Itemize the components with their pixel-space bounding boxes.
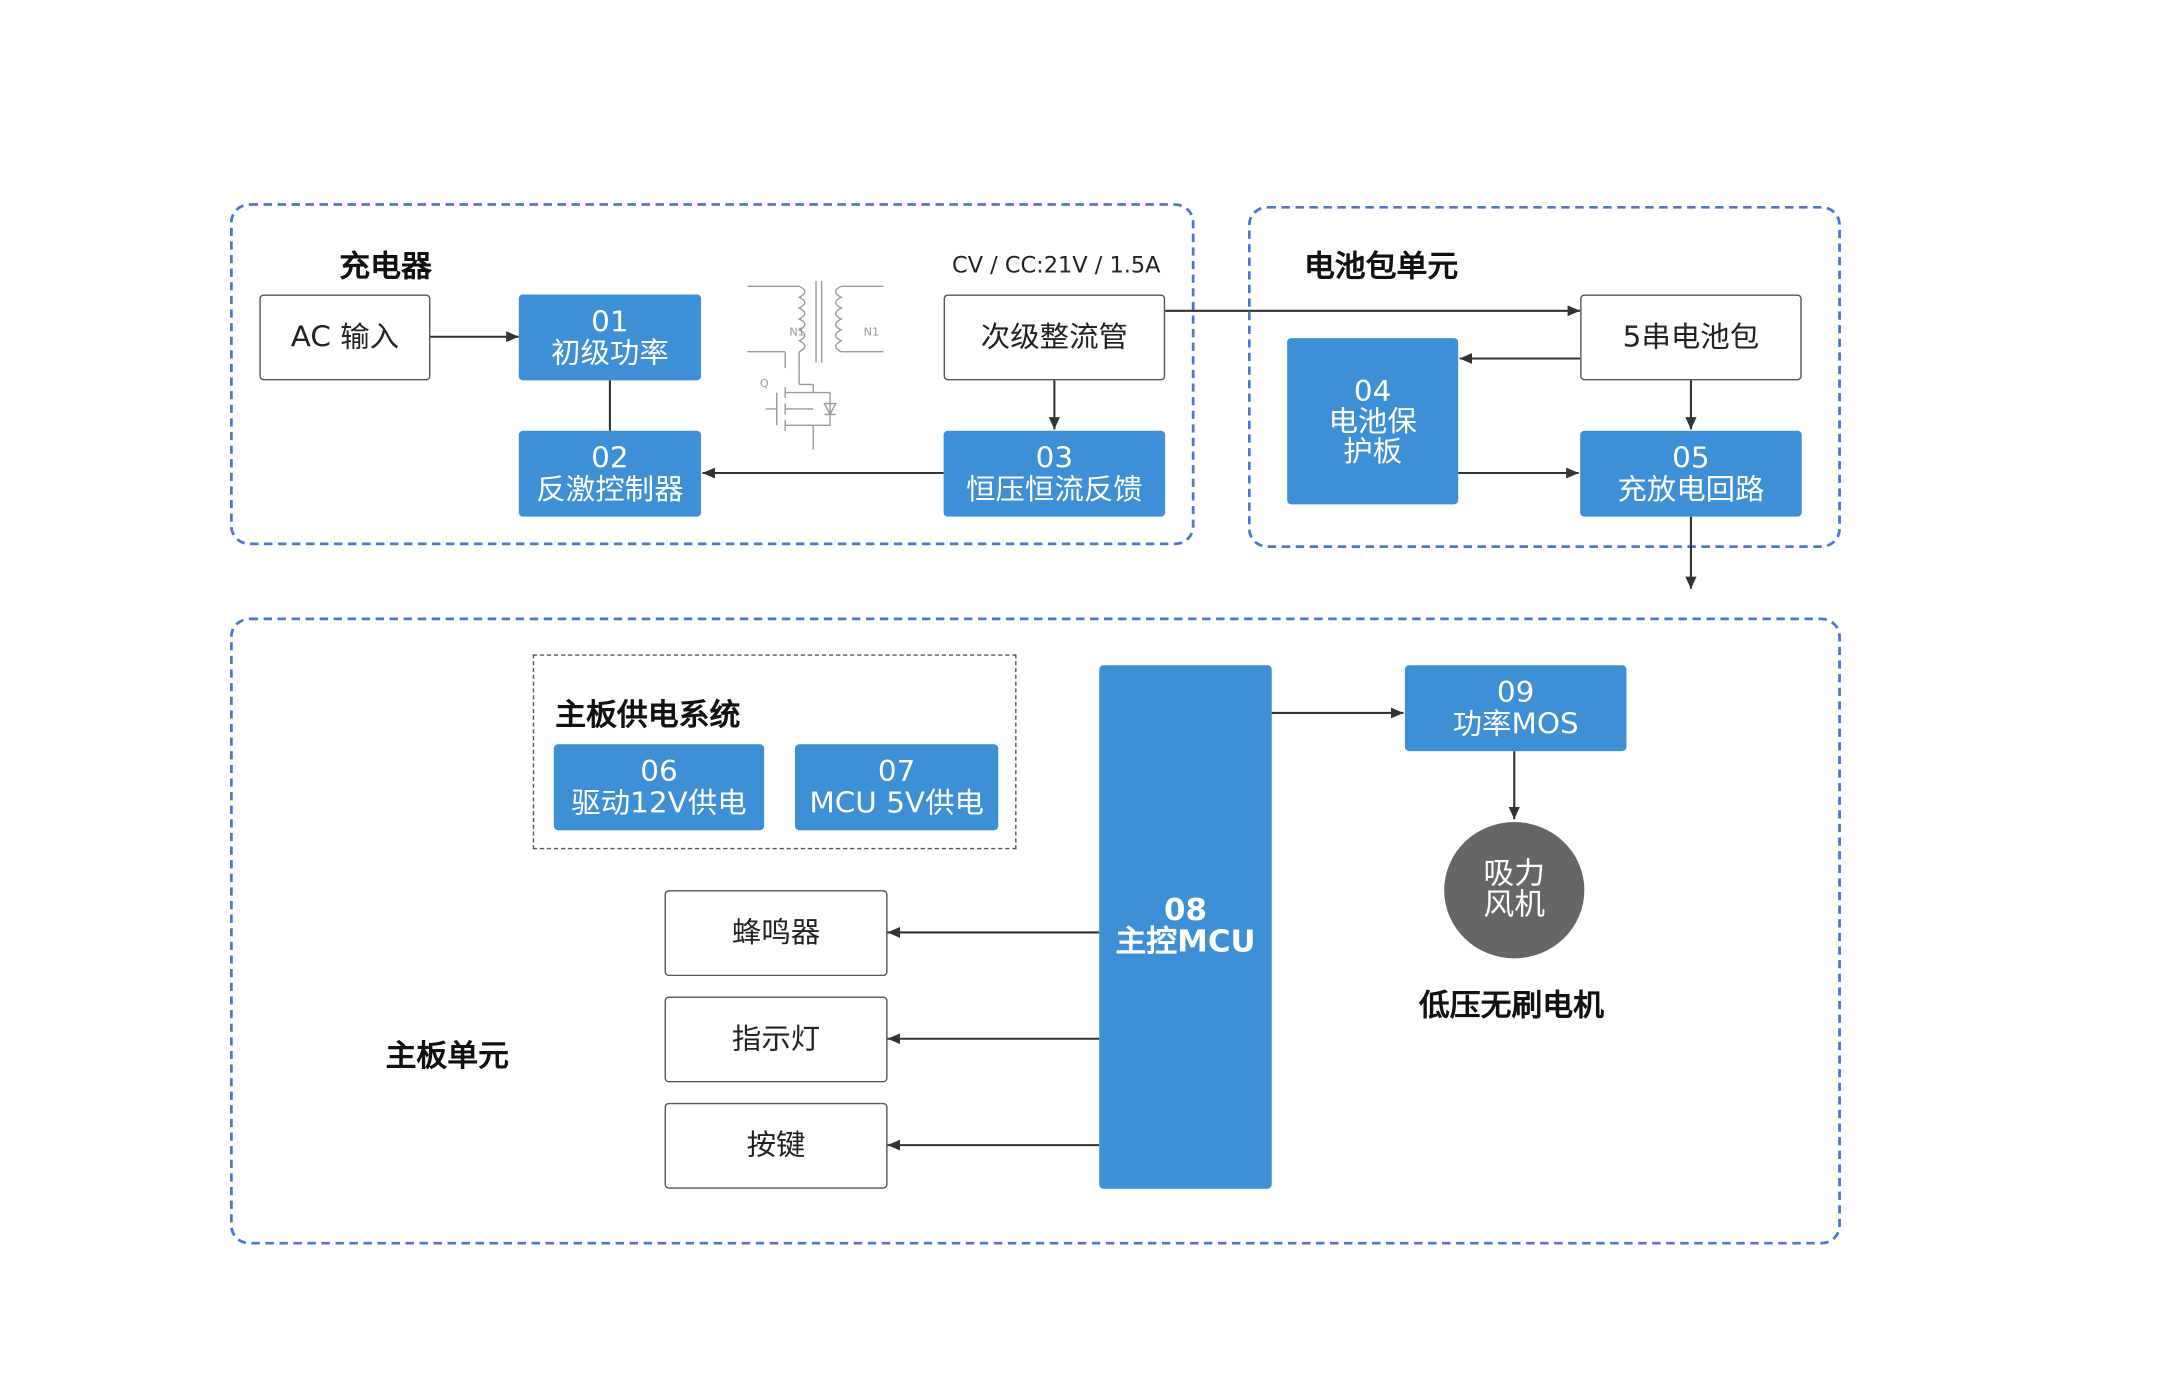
motor-title: 低压无刷电机: [1418, 989, 1605, 1024]
block-09-label: 功率MOS: [1452, 706, 1579, 740]
block-05-number: 05: [1672, 442, 1710, 476]
block-04-label-line2: 护板: [1343, 434, 1403, 468]
indicator-block: 指示灯: [664, 996, 888, 1083]
battery-protection-block: 04 电池保 护板: [1287, 338, 1459, 505]
button-label: 按键: [746, 1129, 806, 1163]
buzzer-label: 蜂鸣器: [731, 916, 821, 950]
mcu-5v-supply-block: 07 MCU 5V供电: [794, 744, 999, 831]
power-supply-region: [532, 654, 1017, 850]
block-01-number: 01: [591, 305, 629, 339]
block-01-label: 初级功率: [551, 336, 669, 369]
block-08-label: 主控MCU: [1115, 925, 1256, 960]
block-06-label: 驱动12V供电: [571, 785, 747, 819]
power-mos-block: 09 功率MOS: [1404, 665, 1627, 752]
main-mcu-block: 08 主控MCU: [1099, 665, 1272, 1189]
block-08-number: 08: [1164, 894, 1207, 929]
block-07-label: MCU 5V供电: [809, 785, 984, 819]
charger-title: 充电器: [339, 250, 432, 285]
primary-power-block: 01 初级功率: [518, 294, 702, 381]
switch-label: Q: [760, 377, 769, 390]
button-block: 按键: [664, 1102, 888, 1189]
block-04-number: 04: [1353, 374, 1392, 408]
ac-input-label: AC 输入: [290, 320, 400, 354]
block-06-number: 06: [640, 755, 678, 789]
winding-label-left: N1: [789, 325, 805, 338]
charge-discharge-block: 05 充放电回路: [1580, 430, 1802, 517]
driver-12v-supply-block: 06 驱动12V供电: [553, 744, 765, 831]
mainboard-region: [229, 617, 1841, 1245]
fan-label-line1: 吸力: [1483, 857, 1546, 892]
ac-input-block: AC 输入: [259, 294, 431, 381]
fan-label-line2: 风机: [1483, 888, 1546, 923]
secondary-rectifier-label: 次级整流管: [980, 320, 1128, 354]
battery-pack-label: 5串电池包: [1622, 320, 1760, 354]
block-09-number: 09: [1496, 676, 1535, 710]
block-02-label: 反激控制器: [536, 472, 684, 506]
battery-pack-region: [1247, 205, 1841, 549]
block-07-number: 07: [877, 755, 916, 789]
charger-region: [229, 203, 1195, 546]
charger-spec: CV / CC:21V / 1.5A: [952, 252, 1161, 279]
mainboard-title: 主板单元: [385, 1040, 509, 1075]
buzzer-block: 蜂鸣器: [664, 890, 888, 977]
power-supply-title: 主板供电系统: [555, 699, 741, 734]
flyback-controller-block: 02 反激控制器: [518, 430, 702, 517]
block-04-label-line1: 电池保: [1328, 404, 1417, 438]
block-03-number: 03: [1035, 442, 1074, 476]
battery-pack-title: 电池包单元: [1303, 250, 1459, 285]
block-05-label: 充放电回路: [1617, 472, 1765, 506]
battery-pack-block: 5串电池包: [1580, 294, 1802, 381]
suction-fan: 吸力 风机: [1444, 822, 1585, 959]
winding-label-right: N1: [864, 325, 880, 338]
cv-cc-feedback-block: 03 恒压恒流反馈: [943, 430, 1166, 517]
flyback-transformer-schematic: N1 N1 Q: [747, 280, 884, 450]
indicator-label: 指示灯: [731, 1023, 821, 1056]
block-02-number: 02: [591, 442, 629, 476]
block-03-label: 恒压恒流反馈: [966, 472, 1143, 506]
secondary-rectifier-block: 次级整流管: [943, 294, 1166, 381]
